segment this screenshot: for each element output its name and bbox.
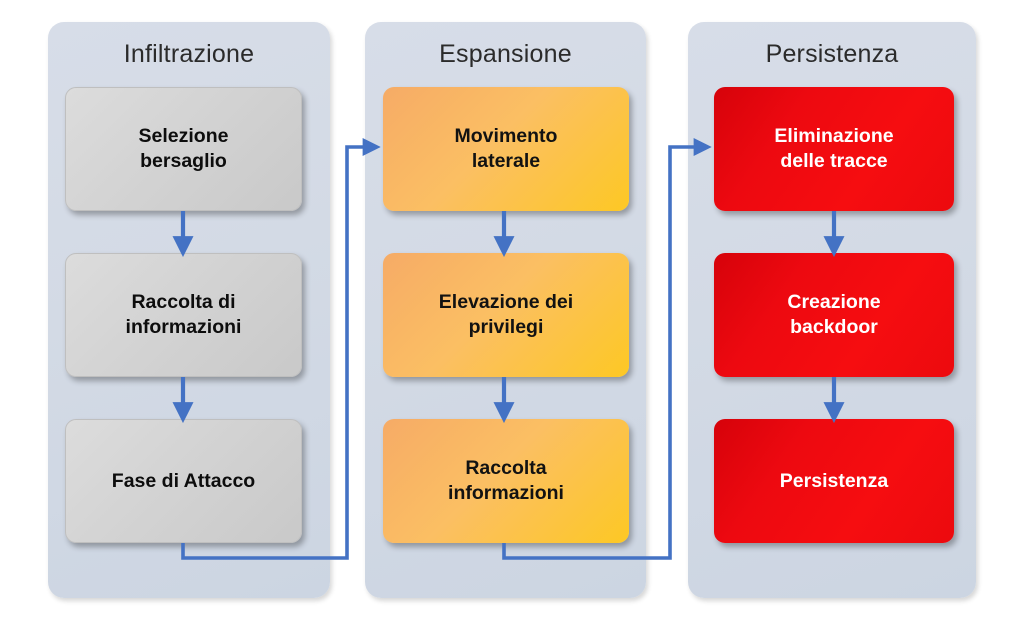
phase-title-espansione: Espansione <box>439 40 572 68</box>
step-label-raccolta-informazioni-2: Raccolta informazioni <box>448 457 564 504</box>
step-box-movimento-laterale[interactable]: Movimento laterale <box>383 87 629 211</box>
phase-title-persistenza: Persistenza <box>765 40 899 68</box>
step-label-raccolta-informazioni: Raccolta di informazioni <box>125 291 242 338</box>
step-label-movimento-laterale: Movimento laterale <box>454 125 558 172</box>
step-box-raccolta-informazioni-2[interactable]: Raccolta informazioni <box>383 419 629 543</box>
step-label-fase-di-attacco: Fase di Attacco <box>111 469 256 492</box>
step-label-eliminazione-tracce: Eliminazione delle tracce <box>774 125 894 172</box>
step-box-eliminazione-tracce[interactable]: Eliminazione delle tracce <box>714 87 954 211</box>
step-label-selezione-bersaglio: Selezione bersaglio <box>138 125 229 172</box>
step-box-persistenza[interactable]: Persistenza <box>714 419 954 543</box>
step-label-persistenza: Persistenza <box>779 469 889 492</box>
phase-title-infiltrazione: Infiltrazione <box>123 40 255 68</box>
step-label-elevazione-privilegi: Elevazione dei privilegi <box>438 291 574 338</box>
step-box-fase-di-attacco[interactable]: Fase di Attacco <box>65 419 302 543</box>
step-box-elevazione-privilegi[interactable]: Elevazione dei privilegi <box>383 253 629 377</box>
step-box-creazione-backdoor[interactable]: Creazione backdoor <box>714 253 954 377</box>
step-box-raccolta-informazioni[interactable]: Raccolta di informazioni <box>65 253 302 377</box>
step-label-creazione-backdoor: Creazione backdoor <box>787 291 881 338</box>
step-box-selezione-bersaglio[interactable]: Selezione bersaglio <box>65 87 302 211</box>
